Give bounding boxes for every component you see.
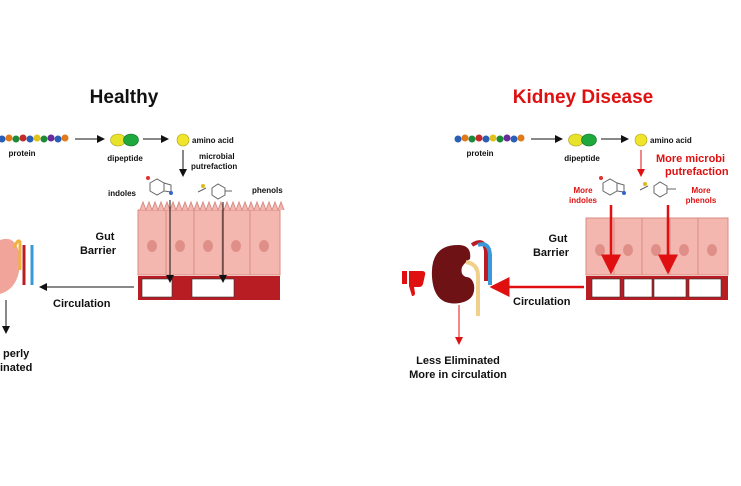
putrefaction-label-1: microbial (199, 152, 235, 161)
amino-acid-icon (176, 133, 190, 147)
phenols-label-1: More (691, 186, 711, 195)
healthy-title: Healthy (90, 87, 159, 108)
dipeptide-icon (110, 133, 139, 147)
phenol-in-blood-icon (191, 278, 235, 298)
protein-label: protein (8, 149, 35, 158)
amino-acid-icon (634, 133, 648, 147)
gut-barrier-label-2: Barrier (80, 245, 117, 257)
indole-in-blood-icon (141, 278, 173, 298)
diseased-kidney-icon (431, 240, 492, 316)
indole-molecule-icon (599, 176, 626, 196)
phenols-label: phenols (252, 186, 283, 195)
kidney-icon (0, 238, 34, 294)
outcome-label-2: More in circulation (409, 369, 507, 381)
thumbs-down-icon (402, 271, 426, 296)
phenol-molecule-icon (639, 181, 676, 198)
protein-label: protein (466, 149, 493, 158)
outcome-label-1: perly (3, 348, 30, 360)
outcome-label-1: Less Eliminated (416, 355, 500, 367)
indole-in-blood-icon (623, 278, 653, 298)
circulation-label: Circulation (53, 298, 111, 310)
kidney-disease-panel: Kidney Disease protein dipeptide amino a… (402, 87, 729, 381)
gut-barrier-label-2: Barrier (533, 247, 570, 259)
phenol-in-blood-icon (688, 278, 722, 298)
phenols-label-2: phenols (686, 196, 717, 205)
phenol-molecule-icon (197, 183, 232, 200)
dipeptide-icon (568, 133, 597, 147)
circulation-label: Circulation (513, 296, 571, 308)
phenol-in-blood-icon (653, 278, 687, 298)
putrefaction-label-2: putrefaction (665, 166, 729, 178)
protein-chain-icon (454, 134, 525, 143)
gut-barrier-cells (585, 217, 729, 276)
indoles-label-1: More (573, 186, 593, 195)
protein-chain-icon (0, 134, 69, 143)
indoles-label-2: indoles (569, 196, 598, 205)
healthy-panel: Healthy protein dipeptide amino acid mic… (0, 87, 285, 374)
indoles-label: indoles (108, 189, 137, 198)
gut-barrier-label-1: Gut (96, 231, 115, 243)
putrefaction-label-1: More microbi (656, 153, 725, 165)
amino-acid-label: amino acid (650, 136, 692, 145)
gut-barrier-label-1: Gut (549, 233, 568, 245)
indole-in-blood-icon (591, 278, 621, 298)
kidney-disease-title: Kidney Disease (513, 87, 653, 108)
dipeptide-label: dipeptide (107, 154, 143, 163)
gut-barrier-cells (137, 200, 285, 276)
putrefaction-label-2: putrefaction (191, 162, 237, 171)
indole-molecule-icon (146, 176, 173, 196)
amino-acid-label: amino acid (192, 136, 234, 145)
dipeptide-label: dipeptide (564, 154, 600, 163)
outcome-label-2: inated (0, 362, 32, 374)
